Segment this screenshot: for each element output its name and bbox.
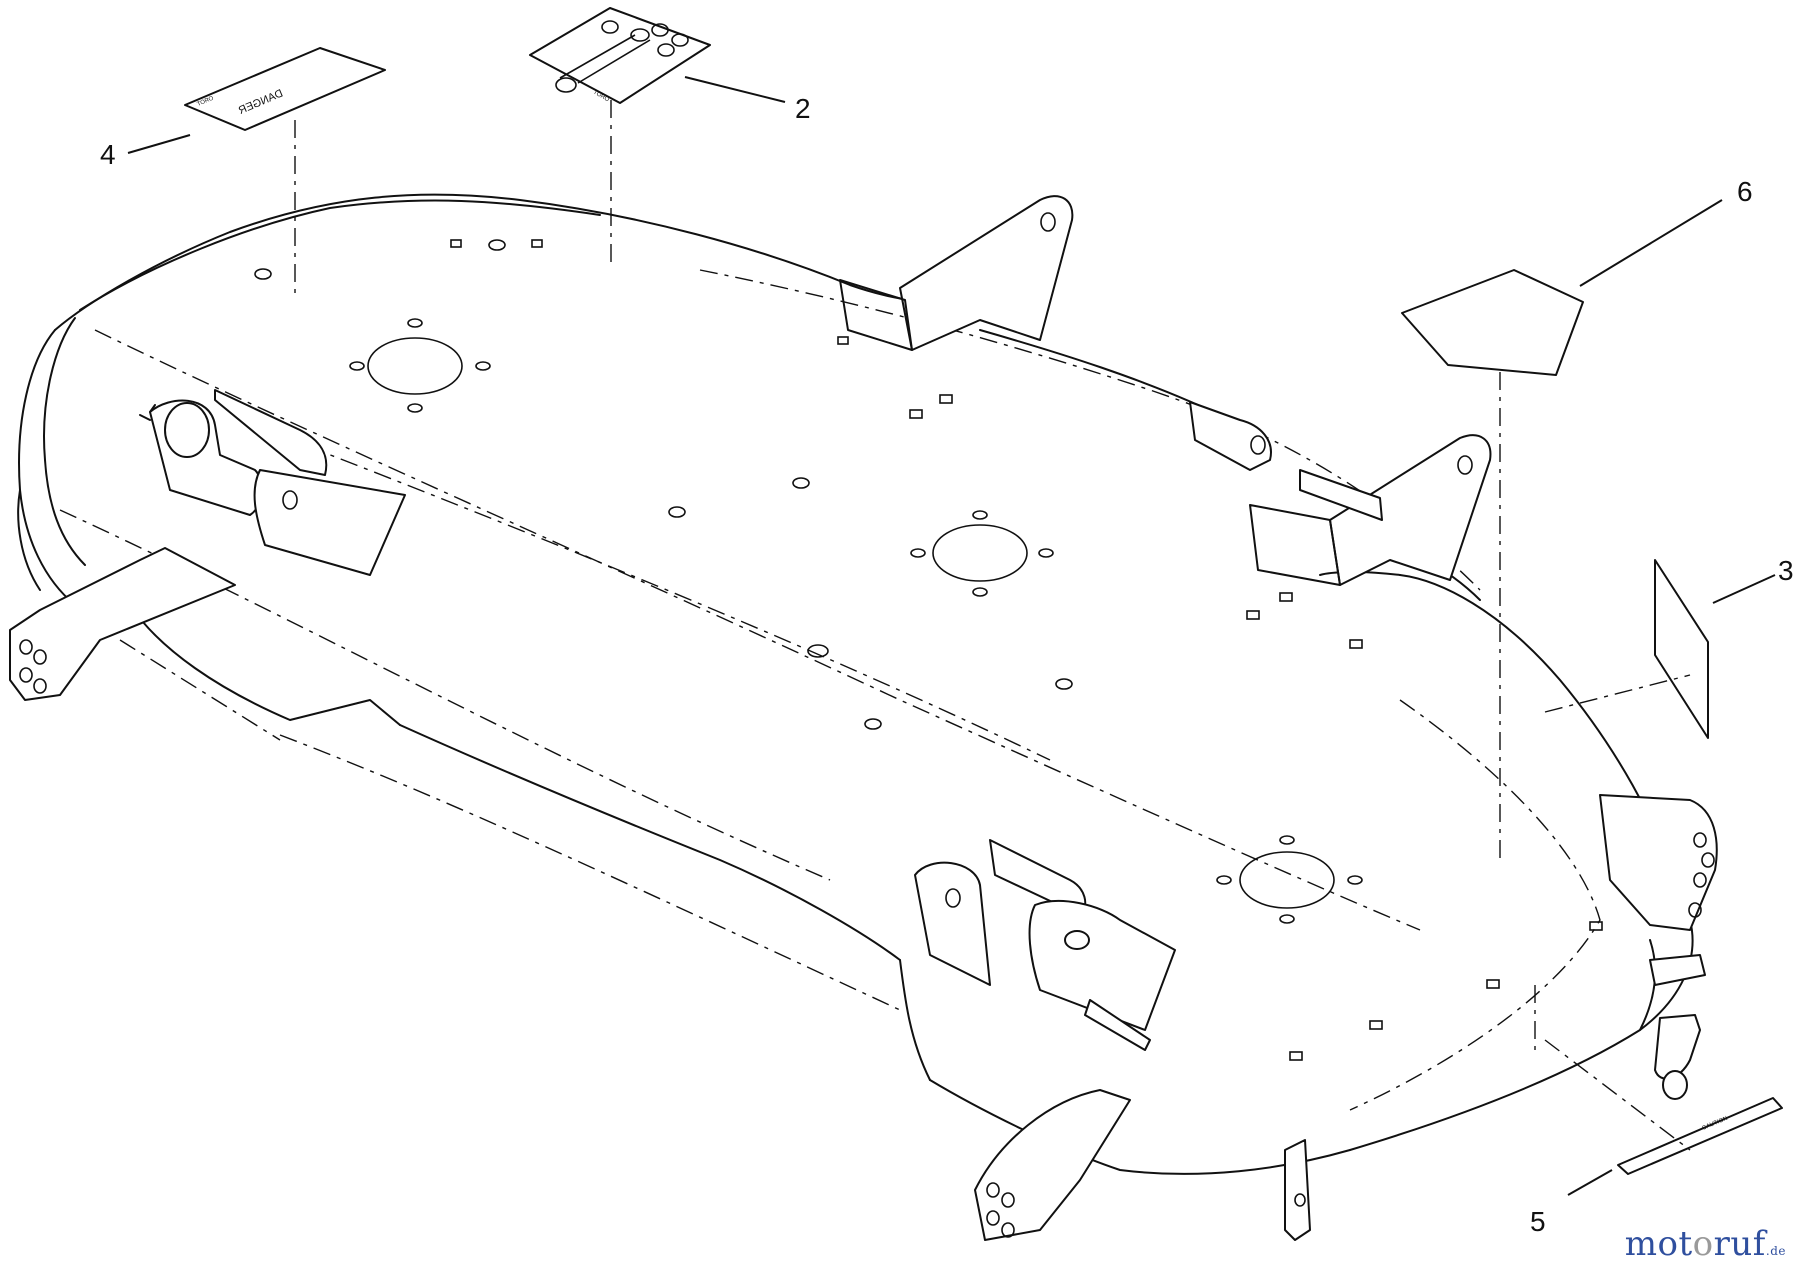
mower-deck (9, 193, 1718, 1241)
callout-6-label: 6 (1737, 176, 1753, 207)
spindle-mount-right (1216, 835, 1363, 924)
watermark-tld: .de (1765, 1244, 1786, 1258)
caster-bracket-left (9, 547, 236, 701)
decal-side-plate (1654, 559, 1709, 739)
rear-lug-center (1189, 401, 1383, 521)
callout-5-label: 5 (1530, 1206, 1546, 1237)
watermark-part2: o (1692, 1224, 1714, 1264)
callout-4: 4 (100, 134, 191, 170)
spindle-mount-center (910, 510, 1054, 597)
rear-mount-bracket-right (1249, 434, 1492, 586)
installation-lines (294, 100, 1691, 1151)
watermark-part3: ruf (1713, 1224, 1766, 1264)
deck-holes (254, 239, 1603, 1061)
callout-6: 6 (1579, 176, 1753, 287)
caster-bracket-rear-right (1599, 794, 1718, 1100)
caster-bracket-right (974, 1089, 1311, 1241)
decal-controls-diagram: TORO (529, 7, 711, 104)
callout-3-label: 3 (1778, 555, 1794, 586)
decal-pentagon (1401, 269, 1584, 376)
callout-3: 3 (1712, 555, 1794, 604)
decal-danger: DANGER TORO (184, 47, 386, 131)
watermark-logo: motoruf.de (1625, 1224, 1786, 1264)
spindle-mount-left (349, 318, 491, 413)
decal-caution: CAUTION (1617, 1097, 1783, 1175)
rear-mount-bracket-left (839, 195, 1074, 351)
watermark-part1: mot (1624, 1224, 1693, 1264)
front-pivot-arm-left (139, 389, 406, 576)
callout-4-label: 4 (100, 139, 116, 170)
callout-5: 5 (1530, 1169, 1613, 1237)
callout-2: 2 (684, 76, 811, 124)
front-pivot-arm-right (914, 839, 1176, 1051)
callout-2-label: 2 (795, 93, 811, 124)
